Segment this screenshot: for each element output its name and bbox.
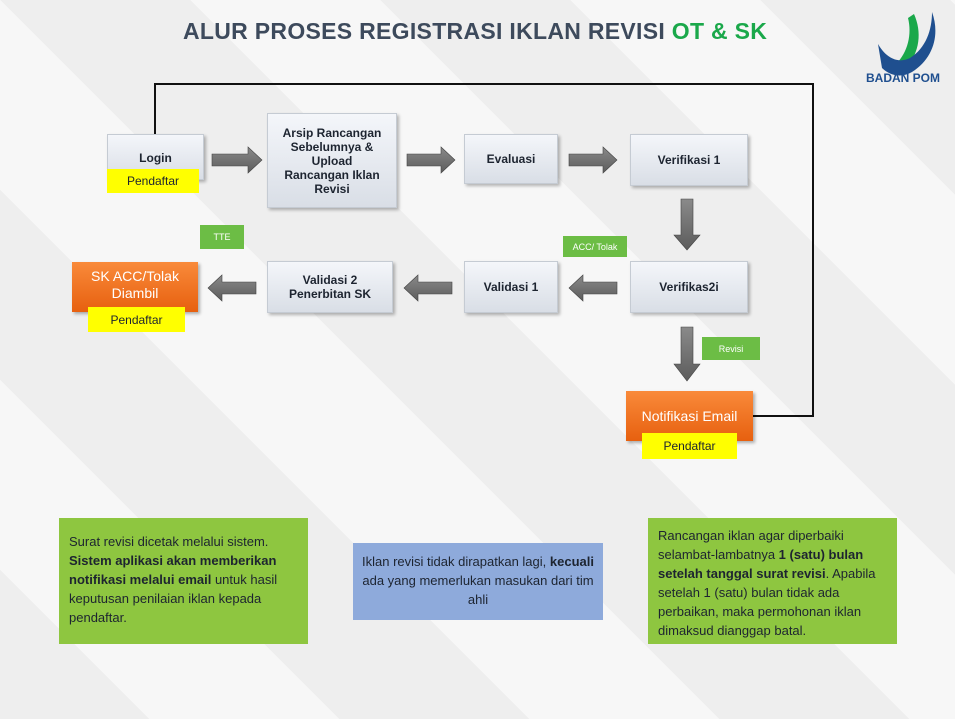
tag-pendaftar-sk: Pendaftar — [88, 307, 185, 332]
node-validasi-1: Validasi 1 — [464, 261, 558, 313]
node-validasi-2-line-1: Validasi 2 — [302, 273, 358, 287]
note-right-text-2: . Apabila setelah 1 (satu) bulan tidak a… — [658, 566, 876, 638]
tag-pendaftar-notifikasi-label: Pendaftar — [663, 439, 716, 453]
node-sk-line-2: Diambil — [111, 285, 159, 301]
tag-pendaftar-login: Pendaftar — [107, 169, 199, 193]
node-arsip-rancangan: Arsip Rancangan Sebelumnya & Upload Ranc… — [267, 113, 397, 208]
node-validasi-1-label: Validasi 1 — [483, 280, 539, 294]
note-batas-perbaikan: Rancangan iklan agar diperbaiki selambat… — [648, 518, 897, 644]
tag-revisi: Revisi — [702, 337, 760, 360]
arrow-validasi1-validasi2 — [403, 274, 453, 302]
tag-pendaftar-login-label: Pendaftar — [126, 174, 180, 188]
node-verifikasi-1-label: Verifikasi 1 — [657, 153, 721, 167]
note-iklan-revisi: Iklan revisi tidak dirapatkan lagi, kecu… — [353, 543, 603, 620]
node-verifikasi-2: Verifikas2i — [630, 261, 748, 313]
tag-pendaftar-sk-label: Pendaftar — [110, 312, 163, 327]
node-arsip-line-5: Revisi — [314, 181, 350, 196]
node-validasi-2: Validasi 2 Penerbitan SK — [267, 261, 393, 313]
note-middle-bold: kecuali — [549, 554, 594, 569]
node-verifikasi-1: Verifikasi 1 — [630, 134, 748, 186]
arrow-evaluasi-verifikasi1 — [568, 146, 618, 174]
node-validasi-2-line-2: Penerbitan SK — [288, 287, 372, 301]
node-arsip-line-2: Sebelumnya & — [290, 139, 374, 154]
node-notifikasi-email: Notifikasi Email — [626, 391, 753, 441]
badan-pom-logo-icon — [878, 12, 936, 76]
note-left-text-2: untuk hasil keputusan penilaian iklan ke… — [69, 572, 278, 625]
note-middle-text-1: Iklan revisi tidak dirapatkan lagi, — [362, 554, 547, 569]
node-notifikasi-label: Notifikasi Email — [641, 408, 738, 424]
revision-loop-line — [154, 83, 814, 417]
node-arsip-line-1: Arsip Rancangan — [282, 125, 382, 140]
arrow-verifikasi2-notifikasi — [673, 326, 701, 382]
arrow-login-arsip — [211, 146, 263, 174]
tag-tte-label: TTE — [213, 232, 231, 242]
note-middle-text-2: ada yang memerlukan masukan dari tim ahl… — [362, 573, 594, 607]
node-verifikasi-2-label: Verifikas2i — [659, 280, 719, 294]
node-evaluasi-label: Evaluasi — [486, 152, 536, 166]
arrow-arsip-evaluasi — [406, 146, 456, 174]
node-sk-line-1: SK ACC/Tolak — [91, 268, 179, 284]
node-arsip-line-4: Rancangan Iklan — [284, 167, 380, 182]
node-sk-acc-tolak: SK ACC/Tolak Diambil — [72, 262, 198, 312]
tag-tte: TTE — [200, 225, 244, 249]
tag-acc-tolak: ACC/ Tolak — [563, 236, 627, 257]
node-arsip-line-3: Upload — [311, 153, 353, 168]
note-right-text-1: Rancangan iklan agar diperbaiki selambat… — [658, 528, 844, 562]
node-login-label: Login — [139, 151, 172, 165]
note-left-text-1: Surat revisi dicetak melalui sistem. — [69, 534, 269, 549]
arrow-validasi2-sk — [207, 274, 257, 302]
title-main: ALUR PROSES REGISTRASI IKLAN REVISI — [183, 18, 672, 44]
note-right-bold: 1 (satu) bulan setelah tanggal surat rev… — [658, 547, 864, 581]
note-surat-revisi: Surat revisi dicetak melalui sistem. Sis… — [59, 518, 308, 644]
logo-text: BADAN POM — [866, 71, 940, 85]
arrow-verifikasi2-validasi1 — [568, 274, 618, 302]
arrow-verifikasi1-verifikasi2 — [673, 198, 701, 251]
node-evaluasi: Evaluasi — [464, 134, 558, 184]
tag-revisi-label: Revisi — [718, 343, 744, 354]
note-left-bold: Sistem aplikasi akan memberikan notifika… — [69, 553, 277, 587]
title-accent: OT & SK — [671, 18, 768, 44]
page-title: ALUR PROSES REGISTRASI IKLAN REVISI OT &… — [183, 18, 803, 45]
tag-acc-tolak-label: ACC/ Tolak — [572, 241, 618, 252]
tag-pendaftar-notifikasi: Pendaftar — [642, 433, 737, 459]
